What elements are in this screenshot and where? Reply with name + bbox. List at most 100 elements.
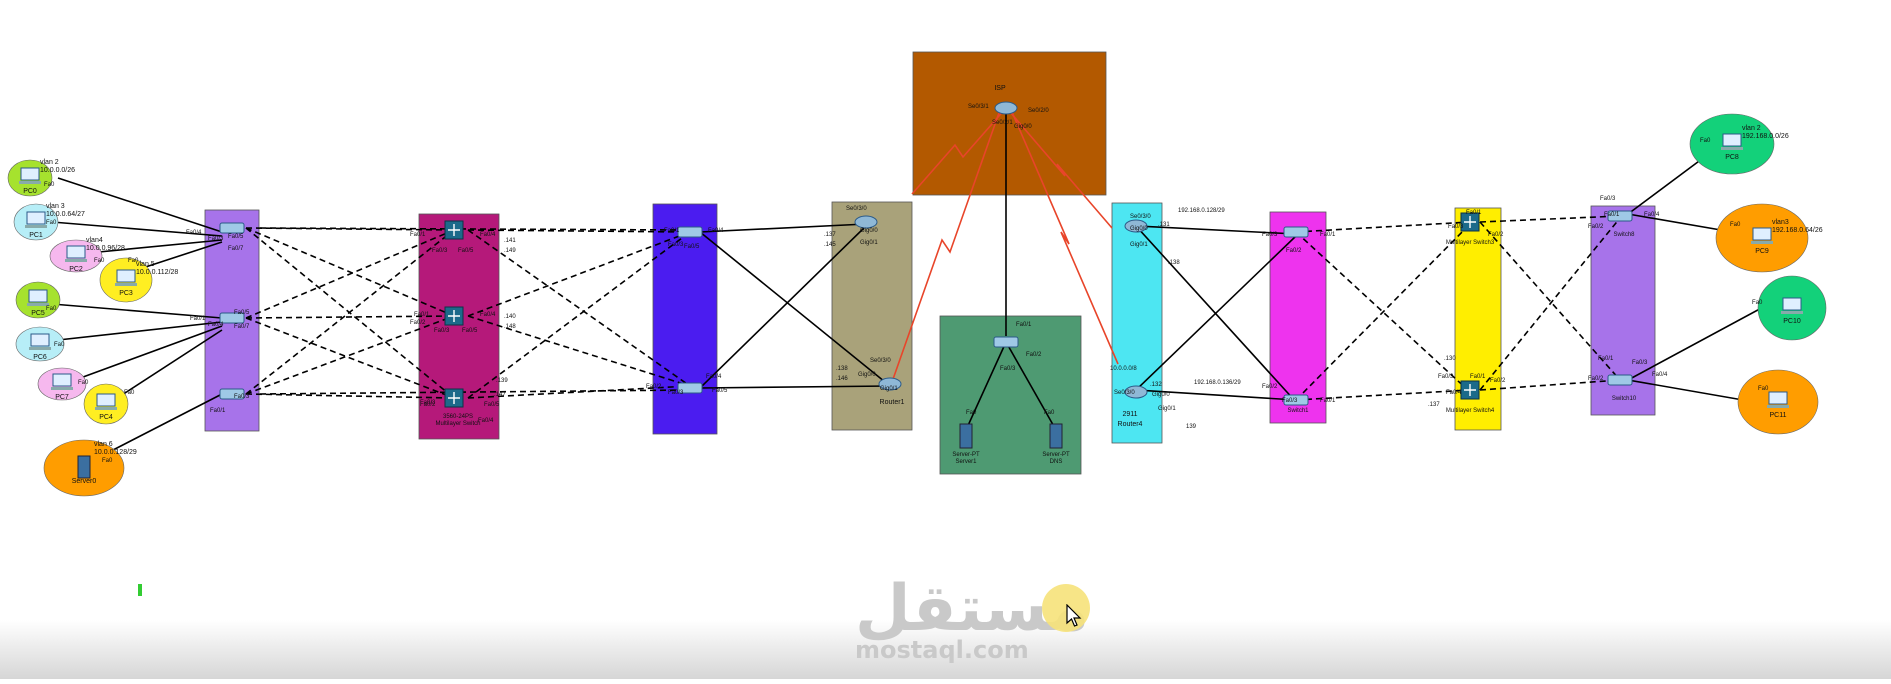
label-line: vlan 6 xyxy=(94,441,113,448)
label-line: 2911 xyxy=(1122,411,1137,418)
label-line: .137 xyxy=(824,232,836,238)
port-label: Fa0/3 xyxy=(668,242,684,248)
ml-switch4-label: Multilayer Switch4 xyxy=(1446,408,1495,414)
label-line: Fa0/3 xyxy=(1282,398,1298,404)
port-label: Fa0/4 xyxy=(1652,372,1668,378)
label-line: Fa0/1 xyxy=(1598,356,1614,362)
router1-top[interactable] xyxy=(854,215,878,229)
label-line: 10.0.0.128/29 xyxy=(94,449,137,456)
ip-label: .139 xyxy=(496,378,508,384)
server-switch[interactable] xyxy=(993,336,1019,348)
keyboard-icon xyxy=(27,303,49,306)
label-line: Switch10 xyxy=(1612,396,1637,402)
port-label: Fa0/3 xyxy=(208,236,224,242)
label-line: Router4 xyxy=(1118,421,1143,428)
pc-icon[interactable] xyxy=(96,393,116,407)
router4[interactable] xyxy=(1124,385,1148,399)
pc-icon[interactable] xyxy=(66,245,86,259)
label-line: vlan 5 xyxy=(136,261,155,268)
pc-icon[interactable] xyxy=(26,211,46,225)
port-label: Gig0/0 xyxy=(860,228,878,234)
label-line: Fa0 xyxy=(966,410,977,416)
port-label: Fa0/2 xyxy=(646,384,662,390)
label-line: 10.0.0.112/28 xyxy=(136,269,178,276)
trunk-link xyxy=(1479,379,1621,391)
isp-router[interactable] xyxy=(994,101,1018,115)
port-label: Fa0/3 xyxy=(1262,232,1278,238)
pc-icon[interactable] xyxy=(1768,391,1788,405)
port-label: Fa0 xyxy=(1044,410,1055,416)
port-label: Fa0 xyxy=(46,306,57,312)
router1[interactable] xyxy=(878,377,902,391)
ip-label: .140 xyxy=(504,314,516,320)
label-line: Fa0/1 xyxy=(414,312,430,318)
label-line: .130 xyxy=(1444,356,1456,362)
server1-icon[interactable] xyxy=(959,423,973,449)
pc-icon[interactable] xyxy=(20,167,40,181)
port-label: Fa0/5 xyxy=(712,388,728,394)
label-line: Fa0/1 xyxy=(1470,374,1486,380)
label-line: PC8 xyxy=(1725,154,1739,161)
switch-magenta-1[interactable] xyxy=(1283,226,1309,238)
switch10[interactable] xyxy=(1607,374,1633,386)
access-link xyxy=(51,221,223,237)
host-name-pc4: PC4 xyxy=(99,414,113,421)
keyboard-icon xyxy=(51,387,73,390)
pc-icon[interactable] xyxy=(1752,227,1772,241)
port-label: Fa0 xyxy=(128,258,139,264)
label-line: Fa0/2 xyxy=(1026,352,1042,358)
switch8[interactable] xyxy=(1607,210,1633,222)
dns-server-icon[interactable] xyxy=(1049,423,1063,449)
server-icon[interactable] xyxy=(77,455,91,479)
label-line: PC5 xyxy=(31,310,45,317)
pc-icon[interactable] xyxy=(28,289,48,303)
port-label: Fa0/1 xyxy=(1470,374,1486,380)
port-label: Fa0/2 xyxy=(1286,248,1302,254)
label-line: Fa0/1 xyxy=(210,408,226,414)
label-line: vlan4 xyxy=(86,237,103,244)
label-line: Fa0/2 xyxy=(1588,224,1604,230)
switch-left-1[interactable] xyxy=(219,222,245,234)
port-label: Fa0/3 xyxy=(1448,224,1464,230)
label-line: Server0 xyxy=(72,478,97,485)
pc-icon[interactable] xyxy=(1782,297,1802,311)
switch8-label: Switch8 xyxy=(1613,232,1635,238)
label-line: Fa0/3 xyxy=(668,390,684,396)
label-line: PC0 xyxy=(23,188,37,195)
port-label: Fa0/4 xyxy=(480,232,496,238)
trunk-link xyxy=(467,231,691,399)
label-line: .131 xyxy=(1158,222,1170,228)
switch-left-3[interactable] xyxy=(219,388,245,400)
port-label: Fa0/3 xyxy=(420,400,436,406)
pc-icon[interactable] xyxy=(30,333,50,347)
label-line: Fa0 xyxy=(1044,410,1055,416)
label-line: .149 xyxy=(504,248,516,254)
switch-left-2[interactable] xyxy=(219,312,245,324)
port-label: Fa0/3 xyxy=(1438,374,1454,380)
port-label: Se0/3/0 xyxy=(1114,390,1135,396)
port-label: Fa0/5 xyxy=(228,234,244,240)
pc-icon[interactable] xyxy=(52,373,72,387)
serial-link xyxy=(1011,111,1119,365)
port-label: Gig0/0 xyxy=(1014,124,1032,130)
pc-icon[interactable] xyxy=(1722,133,1742,147)
access-link xyxy=(51,303,223,319)
label-line: Se0/3/0 xyxy=(1114,390,1135,396)
host-name-server0: Server0 xyxy=(72,478,97,485)
bottom-fade xyxy=(0,620,1891,679)
router4-label: Router4 xyxy=(1118,421,1143,428)
port-label: Fa0 xyxy=(966,410,977,416)
pc-icon[interactable] xyxy=(116,269,136,283)
switch-magenta-2[interactable] xyxy=(1283,394,1309,406)
label-line: Fa0/3 xyxy=(434,328,450,334)
label-line: Fa0/4 xyxy=(186,230,202,236)
port-label: Gig0/1 xyxy=(1158,406,1176,412)
switch-blue-2[interactable] xyxy=(677,382,703,394)
router4-top[interactable] xyxy=(1124,219,1148,233)
port-label: Fa0 xyxy=(102,458,113,464)
label-line: .132 xyxy=(1150,382,1162,388)
switch-blue-1[interactable] xyxy=(677,226,703,238)
zone-isp xyxy=(912,51,1107,196)
